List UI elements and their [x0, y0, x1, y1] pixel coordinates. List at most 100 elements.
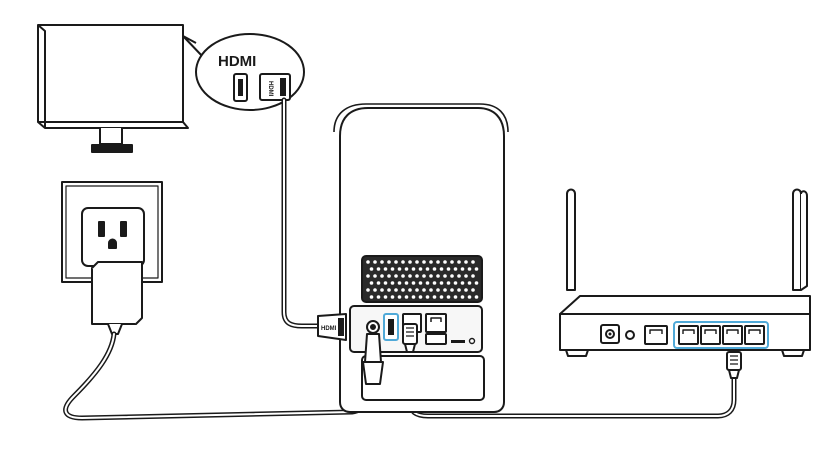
vent-hole	[474, 295, 479, 299]
router-lan-ports	[678, 325, 765, 345]
nas-lan-port-2-notch	[430, 317, 442, 322]
vent-hole	[474, 281, 479, 285]
vent-hole	[474, 267, 479, 271]
vent-hole	[397, 281, 402, 285]
vent-hole	[425, 295, 430, 299]
vent-hole	[453, 281, 458, 285]
vent-hole	[411, 281, 416, 285]
vent-hole	[457, 274, 461, 278]
vent-hole	[383, 281, 388, 285]
vent-hole	[387, 274, 391, 278]
vent-hole	[415, 260, 419, 264]
nas-hdmi-plug: HDMI	[317, 313, 347, 341]
router-lan-port	[744, 325, 765, 345]
vent-hole	[446, 281, 451, 285]
vent-hole	[408, 288, 412, 292]
vent-hole	[422, 288, 426, 292]
vent-hole	[453, 267, 458, 271]
vent-hole	[418, 281, 423, 285]
router-antenna-right-back	[800, 190, 808, 291]
monitor-screen	[37, 24, 184, 123]
vent-hole	[394, 274, 398, 278]
vent-hole	[450, 288, 454, 292]
vent-hole	[460, 267, 465, 271]
vent-hole	[418, 267, 423, 271]
vent-hole	[436, 274, 440, 278]
monitor-stand	[91, 144, 133, 153]
vent-hole	[443, 260, 447, 264]
vent-hole	[415, 274, 419, 278]
monitor-neck	[99, 128, 123, 145]
outlet-socket-ground	[108, 238, 117, 249]
monitor-screen-depth	[37, 24, 189, 129]
vent-hole	[390, 267, 395, 271]
vent-hole	[401, 274, 405, 278]
vent-hole	[366, 274, 370, 278]
vent-hole	[425, 267, 430, 271]
vent-hole	[439, 267, 444, 271]
vent-hole	[376, 267, 381, 271]
vent-hole	[383, 267, 388, 271]
vent-hole	[432, 267, 437, 271]
nas-lower-bay	[361, 355, 485, 401]
vent-hole	[429, 274, 433, 278]
vent-hole	[408, 274, 412, 278]
router-antenna-right	[792, 188, 802, 291]
outlet-socket-slot-right	[120, 221, 127, 237]
nas-ethernet-plug	[402, 323, 418, 353]
vent-hole	[464, 274, 468, 278]
vent-hole	[394, 288, 398, 292]
vent-hole	[467, 295, 472, 299]
vent-hole	[411, 295, 416, 299]
vent-hole	[429, 260, 433, 264]
nas-hdmi-port-inner	[388, 319, 394, 335]
callout-label: HDMI	[218, 53, 256, 70]
hdmi-cable	[281, 97, 325, 329]
nas-card-slot	[451, 340, 465, 343]
vent-hole	[369, 267, 374, 271]
vent-hole	[467, 267, 472, 271]
adapter-face	[91, 261, 143, 325]
nas-device	[333, 103, 509, 413]
vent-hole	[464, 260, 468, 264]
nas-reset-hole	[468, 337, 476, 345]
vent-hole	[408, 260, 412, 264]
vent-hole	[453, 295, 458, 299]
nas-lan-port-3	[425, 333, 447, 345]
vent-hole	[404, 267, 409, 271]
vent-hole	[471, 288, 475, 292]
nas-top-lid	[333, 103, 509, 133]
vent-hole	[376, 295, 381, 299]
vent-hole	[450, 260, 454, 264]
outlet-socket-slot-left	[98, 221, 105, 237]
vent-hole	[439, 281, 444, 285]
vent-hole	[443, 288, 447, 292]
power-cable-core	[64, 333, 373, 420]
vent-hole	[415, 288, 419, 292]
vent-hole	[467, 281, 472, 285]
router-top	[559, 295, 811, 315]
vent-hole	[397, 267, 402, 271]
vent-hole	[394, 260, 398, 264]
callout-port-text: HDMI	[267, 81, 273, 97]
hdmi-callout: HDMI HDMI	[182, 33, 305, 111]
router-wan-port	[644, 325, 668, 345]
router-lan-port-notch	[682, 329, 695, 334]
vent-hole	[450, 274, 454, 278]
vent-hole	[390, 295, 395, 299]
vent-hole	[443, 274, 447, 278]
router-wan-port-notch	[649, 329, 663, 334]
vent-hole	[422, 260, 426, 264]
vent-hole	[460, 295, 465, 299]
router-lan-port	[678, 325, 699, 345]
vent-hole	[376, 281, 381, 285]
hdmi-cable-core	[283, 99, 323, 327]
callout-hdmi-plug: HDMI	[259, 73, 291, 101]
vent-hole	[380, 260, 384, 264]
vent-hole	[446, 295, 451, 299]
vent-hole	[369, 281, 374, 285]
nas-hdmi-plug-text: HDMI	[321, 326, 337, 332]
vent-hole	[369, 295, 374, 299]
vent-hole	[457, 260, 461, 264]
